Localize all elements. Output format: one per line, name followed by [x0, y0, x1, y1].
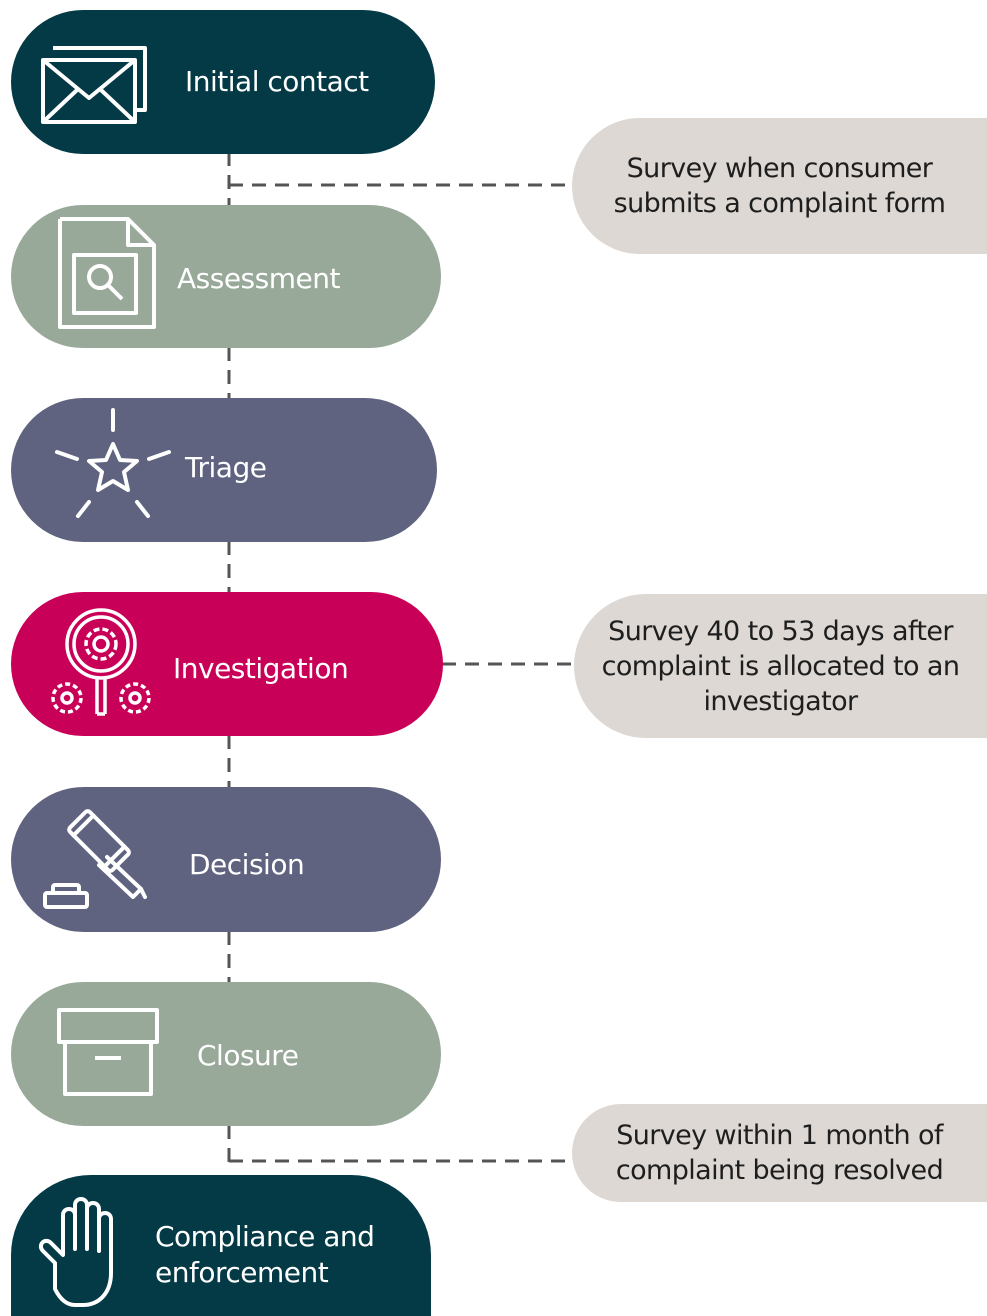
- stage-label: Triage: [185, 451, 267, 484]
- stage-closure: Closure: [11, 982, 441, 1126]
- document-search-icon: [56, 215, 158, 335]
- envelope-icon: [39, 40, 151, 136]
- stage-label: Assessment: [177, 262, 340, 295]
- survey-note-line: Survey within 1 month of: [616, 1120, 943, 1151]
- stage-label: Closure: [197, 1039, 299, 1072]
- stage-triage: Triage: [11, 398, 437, 542]
- survey-note-line: Survey when consumer: [626, 153, 933, 184]
- stage-investigation: Investigation: [11, 592, 443, 736]
- archive-box-icon: [55, 1006, 161, 1102]
- survey-note-line: investigator: [703, 685, 858, 717]
- stage-label: Initial contact: [185, 65, 369, 98]
- stage-label: Investigation: [173, 652, 349, 685]
- stage-initial-contact: Initial contact: [11, 10, 435, 154]
- survey-note-resolved: Survey within 1 month of complaint being…: [572, 1104, 987, 1202]
- survey-note-line: Survey 40 to 53 days after: [608, 615, 953, 647]
- stage-label: Compliance and enforcement: [155, 1220, 375, 1289]
- survey-note-line: submits a complaint form: [613, 188, 946, 219]
- gavel-icon: [41, 809, 151, 917]
- stage-compliance-and-enforcement: Compliance and enforcement: [11, 1175, 431, 1316]
- survey-note-investigation: Survey 40 to 53 days after complaint is …: [574, 594, 987, 738]
- survey-note-complaint-form: Survey when consumer submits a complaint…: [572, 118, 987, 254]
- stage-assessment: Assessment: [11, 205, 441, 348]
- hand-icon: [33, 1193, 137, 1313]
- stage-label-multiline: Compliance and enforcement: [155, 1219, 395, 1291]
- survey-note-line: complaint is allocated to an: [601, 650, 960, 682]
- stage-decision: Decision: [11, 787, 441, 932]
- star-burst-icon: [53, 406, 173, 526]
- survey-note-line: complaint being resolved: [615, 1155, 944, 1186]
- stage-label: Decision: [189, 848, 305, 881]
- gears-icon: [45, 606, 157, 722]
